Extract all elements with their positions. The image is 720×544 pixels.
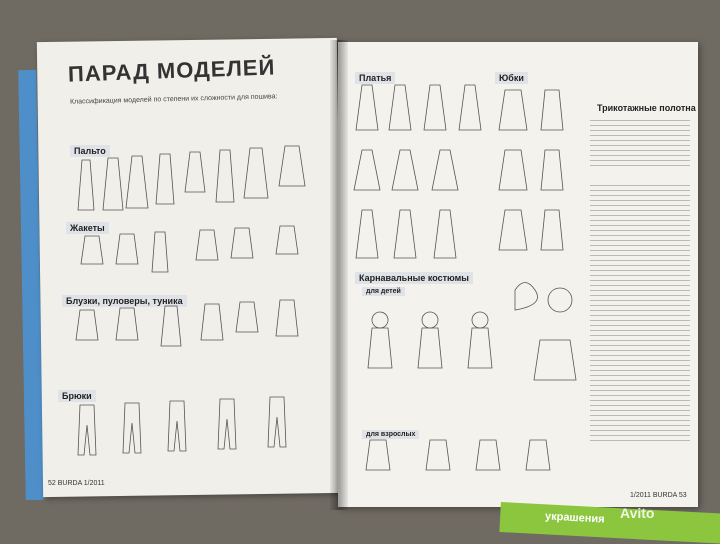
section-blouses: Блузки, пуловеры, туника (62, 295, 187, 307)
section-jackets: Жакеты (66, 222, 109, 234)
page-gutter (330, 40, 348, 510)
section-knit-fabrics: Трикотажные полотна (597, 103, 696, 113)
section-trousers: Брюки (58, 390, 96, 402)
section-dresses: Платья (355, 72, 396, 84)
section-coats: Пальто (70, 145, 110, 157)
section-for-kids: для детей (362, 287, 405, 296)
section-skirts: Юбки (495, 72, 528, 84)
left-page-footer: 52 BURDA 1/2011 (48, 480, 105, 487)
article-text-top (590, 120, 690, 170)
right-page-footer: 1/2011 BURDA 53 (630, 492, 687, 499)
article-text (590, 185, 690, 445)
avito-watermark: Avito (620, 505, 655, 521)
section-for-adults: для взрослых (362, 430, 420, 439)
section-carnival-costumes: Карнавальные костюмы (355, 272, 473, 284)
